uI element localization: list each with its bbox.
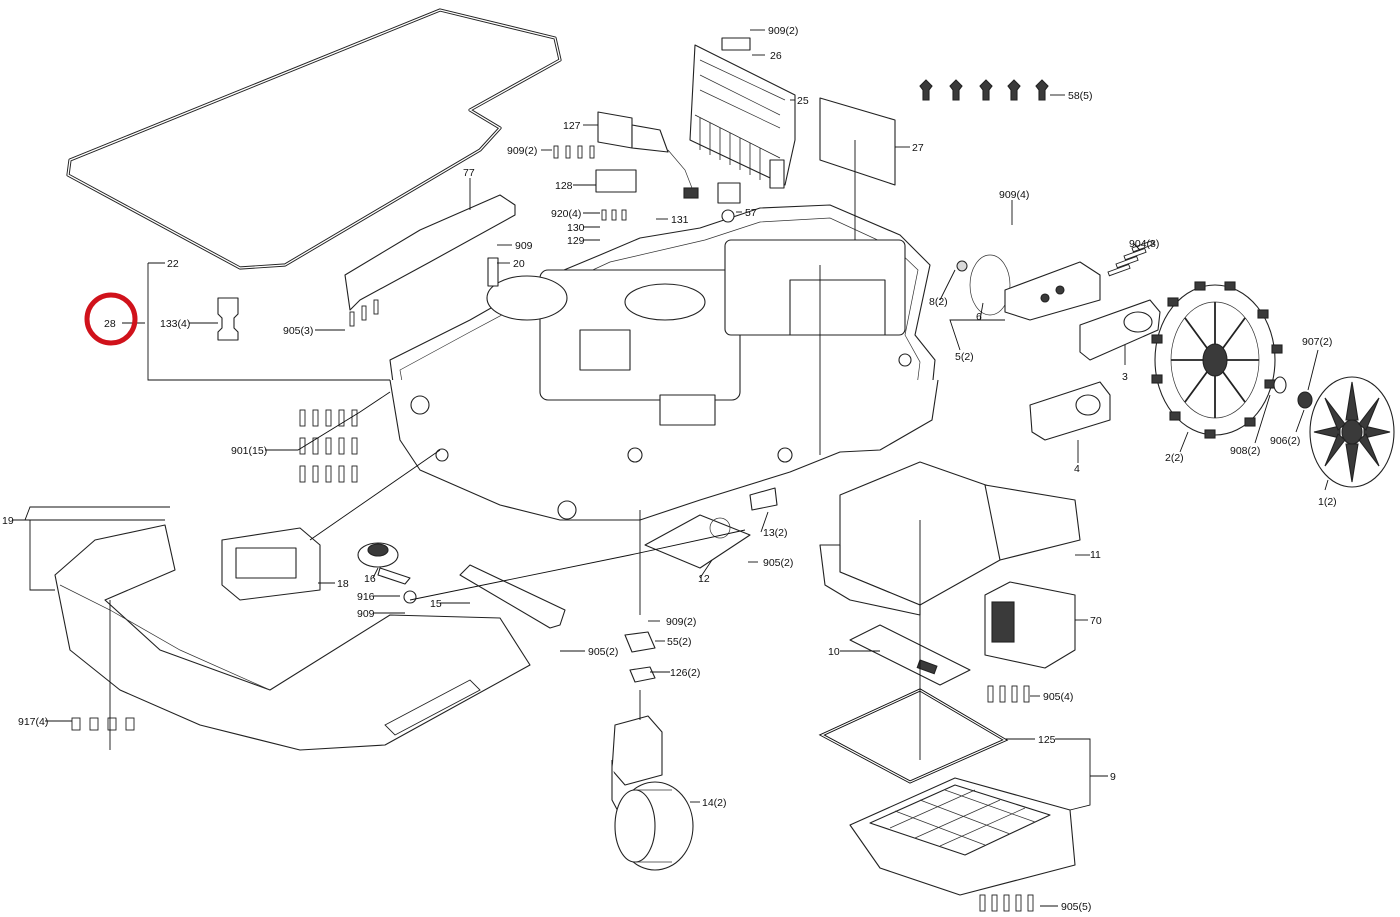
callout-label: 904(8)	[1129, 238, 1159, 250]
part-15	[459, 564, 566, 629]
callout-label: 908(2)	[1230, 445, 1260, 457]
callout-label: 5(2)	[955, 351, 974, 363]
callout-label: 58(5)	[1068, 90, 1093, 102]
callout-label: 3	[1122, 371, 1128, 383]
callout-label: 10	[828, 646, 840, 658]
callout-label: 27	[912, 142, 924, 154]
callout-label: 905(4)	[1043, 691, 1073, 703]
callout-label: 130	[567, 222, 585, 234]
callout-label: 2(2)	[1165, 452, 1184, 464]
leader-lines	[12, 29, 1329, 907]
callout-label: 70	[1090, 615, 1102, 627]
screws-905-4	[987, 685, 1030, 703]
callout-label: 909(2)	[507, 145, 537, 157]
screws-909-2b	[553, 145, 595, 159]
callout-label: 907(2)	[1302, 336, 1332, 348]
callout-label: 125	[1038, 734, 1056, 746]
callout-label: 25	[797, 95, 809, 107]
callout-label: 126(2)	[670, 667, 700, 679]
callout-label: 917(4)	[18, 716, 48, 728]
callout-label: 8(2)	[929, 296, 948, 308]
standoff-133	[217, 297, 239, 341]
motor-mount-6	[956, 254, 1101, 321]
top-seal-gasket	[66, 8, 562, 270]
callout-label: 909	[515, 240, 533, 252]
callout-label: 15	[430, 598, 442, 610]
drive-wheel-2	[1151, 281, 1283, 439]
callout-label: 14(2)	[702, 797, 727, 809]
caster-wheel	[611, 715, 694, 871]
callout-label: 131	[671, 214, 689, 226]
callout-label: 16	[364, 573, 376, 585]
callout-label: 905(3)	[283, 325, 313, 337]
callout-label: 128	[555, 180, 573, 192]
washers-908-906-907	[1273, 376, 1313, 409]
callout-label: 6	[976, 311, 982, 323]
gasket-125	[818, 688, 1009, 784]
callout-label: 22	[167, 258, 179, 270]
front-bumper	[54, 524, 531, 751]
side-panel	[344, 194, 516, 311]
callout-label: 55(2)	[667, 636, 692, 648]
part-12	[644, 514, 751, 569]
callout-label: 77	[463, 167, 475, 179]
screw-groups	[71, 145, 1155, 912]
callout-label: 12	[698, 573, 710, 585]
callout-label: 920(4)	[551, 208, 581, 220]
wheel-cover-3	[1079, 299, 1161, 361]
highlight-ring	[84, 292, 138, 346]
callout-label: 11	[1090, 549, 1101, 561]
hub-cap-1	[1309, 376, 1395, 488]
bolts-917	[71, 717, 135, 731]
part-13	[749, 487, 778, 511]
battery-70	[984, 581, 1076, 669]
cover-4	[1029, 381, 1111, 441]
callout-label: 129	[567, 235, 585, 247]
callout-label: 909(4)	[999, 189, 1029, 201]
battery-cover	[819, 97, 896, 186]
callout-label: 19	[2, 515, 14, 527]
cutting-motor	[595, 111, 741, 223]
callout-label: 127	[563, 120, 581, 132]
screws-904	[1107, 239, 1155, 277]
bottom-tray-9	[849, 777, 1076, 896]
callout-label: 909(2)	[666, 616, 696, 628]
callout-label: 916	[357, 591, 375, 603]
callout-label: 1(2)	[1318, 496, 1337, 508]
callout-label: 18	[337, 578, 349, 590]
parts-55-126	[624, 631, 656, 683]
cable-clips	[919, 79, 1049, 101]
callout-label: 906(2)	[1270, 435, 1300, 447]
callout-label: 905(5)	[1061, 901, 1091, 913]
callout-label: 901(15)	[231, 445, 267, 457]
callout-label: 13(2)	[763, 527, 788, 539]
charging-contact	[221, 527, 321, 601]
callout-label: 4	[1074, 463, 1080, 475]
callout-label: 9	[1110, 771, 1116, 783]
callout-label: 133(4)	[160, 318, 190, 330]
main-chassis	[389, 204, 939, 521]
circuit-board	[689, 37, 796, 189]
callout-label: 20	[513, 258, 525, 270]
callout-label: 26	[770, 50, 782, 62]
callout-labels: 28 909(2) 26 25 58(5) 27 127 909(2) 128 …	[2, 25, 1337, 913]
screws-905-5	[979, 894, 1034, 912]
plate-10	[849, 624, 971, 686]
callout-label: 905(2)	[763, 557, 793, 569]
callout-highlighted-28: 28	[104, 318, 116, 330]
callout-label: 905(2)	[588, 646, 618, 658]
part-16	[357, 542, 417, 604]
screws-905-3	[349, 299, 379, 327]
callout-label: 909(2)	[768, 25, 798, 37]
callout-label: 909	[357, 608, 375, 620]
callout-label: 57	[745, 207, 757, 219]
screws-920	[601, 209, 627, 221]
screws-901	[299, 409, 358, 483]
